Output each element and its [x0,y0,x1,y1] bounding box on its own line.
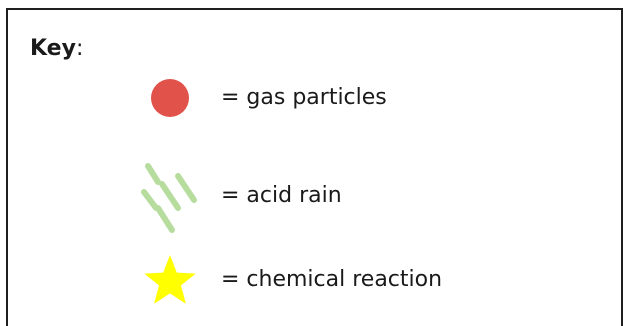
legend-label-chemical-reaction: = chemical reaction [221,267,443,292]
legend-label-gas-particles: = gas particles [221,85,387,110]
key-legend-box: Key: = gas particles = acid rain = chemi… [6,8,623,326]
key-title-text: Key [30,36,76,61]
circle-icon [151,79,189,117]
rain-streaks-icon [141,163,197,233]
key-title-colon: : [75,36,84,61]
legend-row-gas-particles: = gas particles [8,68,621,128]
legend-row-chemical-reaction: = chemical reaction [8,250,621,310]
legend-label-acid-rain: = acid rain [221,183,342,208]
star-icon [144,255,196,304]
legend-row-acid-rain: = acid rain [8,150,621,233]
key-title: Key: [30,36,83,62]
